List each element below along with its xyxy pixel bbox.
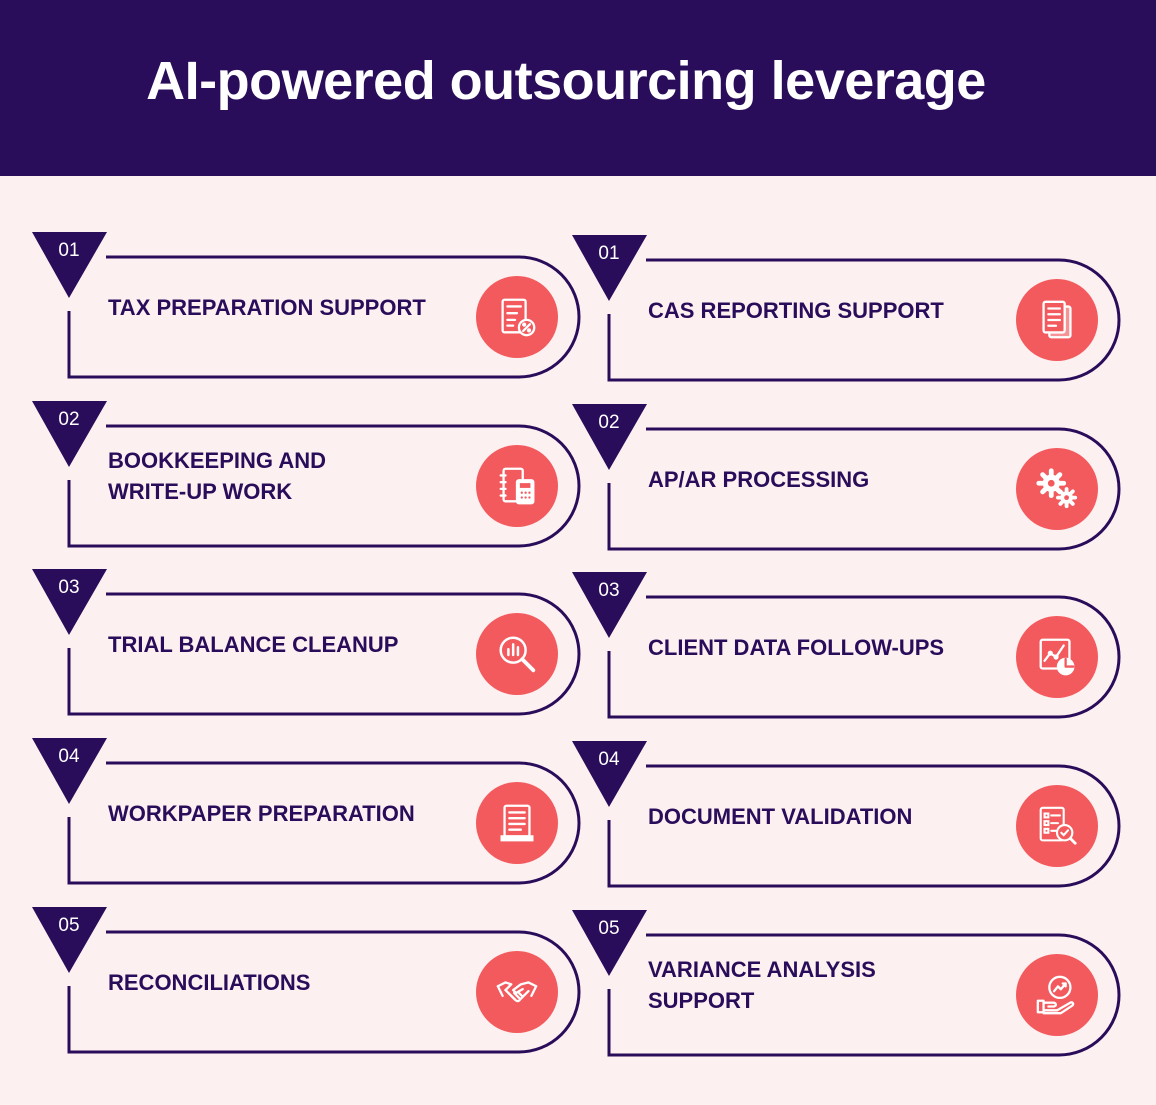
item-label: WORKPAPER PREPARATION	[108, 800, 415, 826]
number-marker	[572, 910, 647, 976]
card-border	[607, 427, 1121, 551]
card-outline	[572, 741, 1121, 888]
item-number: 05	[598, 918, 620, 939]
item-number: 04	[598, 749, 620, 770]
card-outline	[32, 232, 581, 379]
card-border	[67, 424, 581, 548]
card-outline	[32, 738, 581, 885]
item-label: DOCUMENT VALIDATION	[648, 803, 913, 829]
growth-hand-icon	[1016, 954, 1098, 1036]
ledger-calculator-icon	[476, 445, 558, 527]
card-border	[607, 258, 1121, 382]
report-documents-icon	[1016, 279, 1098, 361]
number-marker	[32, 232, 107, 298]
card-border	[607, 764, 1121, 888]
card-outline	[32, 401, 581, 548]
number-marker	[32, 569, 107, 635]
item-number: 05	[58, 915, 80, 936]
card-border	[607, 933, 1121, 1057]
card-border	[67, 761, 581, 885]
item-number: 02	[598, 412, 620, 433]
number-marker	[32, 401, 107, 467]
item-number: 04	[58, 746, 80, 767]
document-check-icon	[1016, 785, 1098, 867]
item-label: BOOKKEEPING AND WRITE-UP WORK	[108, 448, 326, 504]
item-number: 03	[598, 580, 620, 601]
item-label: CAS REPORTING SUPPORT	[648, 297, 944, 323]
item-label: AP/AR PROCESSING	[648, 466, 870, 492]
item-number: 02	[58, 409, 80, 430]
number-marker	[32, 907, 107, 973]
card-outline	[572, 910, 1121, 1057]
number-marker	[572, 741, 647, 807]
handshake-icon	[476, 951, 558, 1033]
data-chart-icon	[1016, 616, 1098, 698]
card-border	[67, 592, 581, 716]
item-label: TRIAL BALANCE CLEANUP	[108, 631, 399, 657]
item-label: RECONCILIATIONS	[108, 969, 311, 995]
card-outline	[32, 907, 581, 1054]
card-outline	[572, 404, 1121, 551]
item-number: 01	[598, 243, 620, 264]
number-marker	[572, 572, 647, 638]
number-marker	[572, 404, 647, 470]
item-number: 01	[58, 240, 80, 261]
card-border	[67, 255, 581, 379]
item-label: VARIANCE ANALYSIS SUPPORT	[648, 957, 876, 1013]
magnifier-chart-icon	[476, 613, 558, 695]
gears-icon	[1016, 448, 1098, 530]
paper-sheet-icon	[476, 782, 558, 864]
card-border	[607, 595, 1121, 719]
number-marker	[32, 738, 107, 804]
card-outline	[572, 235, 1121, 382]
number-marker	[572, 235, 647, 301]
header-banner: AI-powered outsourcing leverage	[0, 0, 1156, 176]
tax-document-icon	[476, 276, 558, 358]
item-number: 03	[58, 577, 80, 598]
card-outline	[572, 572, 1121, 719]
item-label: TAX PREPARATION SUPPORT	[108, 294, 426, 320]
page-title: AI-powered outsourcing leverage	[146, 51, 986, 111]
card-border	[67, 930, 581, 1054]
card-outline	[32, 569, 581, 716]
item-label: CLIENT DATA FOLLOW-UPS	[648, 634, 945, 660]
